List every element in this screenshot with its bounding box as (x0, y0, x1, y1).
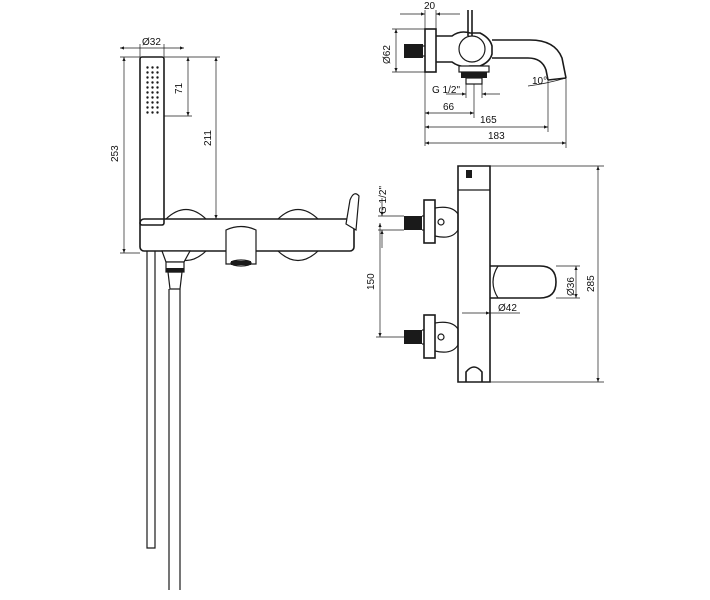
dim-183-label: 183 (488, 131, 505, 142)
wall-flange (424, 28, 437, 73)
side-body (436, 31, 493, 68)
right-rosette (277, 208, 319, 220)
dim-211-label: 211 (203, 130, 214, 146)
dim-71: 71 (164, 56, 220, 117)
dim-front-thread-label: G 1/2" (378, 186, 389, 214)
shower-hose-right (168, 289, 181, 590)
upper-inlet (404, 216, 422, 230)
dim-66-label: 66 (443, 102, 455, 113)
mixer-lever (345, 193, 360, 232)
dim-253: 253 (110, 56, 140, 254)
mixer-side-view: 20 Ø62 G 1/2" 10° 66 (382, 1, 567, 148)
left-rosette (165, 208, 207, 220)
dim-150-label: 150 (366, 273, 377, 290)
dim-66: 66 (424, 72, 475, 146)
dim-angle-label: 10° (532, 76, 547, 87)
dim-253-label: 253 (110, 145, 121, 162)
dim-o32-label: Ø32 (142, 37, 161, 48)
hand-shower (139, 56, 165, 226)
dim-front-thread: G 1/2" (378, 186, 404, 248)
dim-angle: 10° (527, 76, 567, 96)
upper-flange (423, 199, 436, 244)
dim-o62-label: Ø62 (382, 45, 393, 64)
spout (225, 225, 257, 265)
dim-165: 165 (425, 80, 549, 132)
shower-holder-hook (465, 366, 483, 382)
shower-hose-left (146, 251, 156, 549)
dim-150: 150 (366, 223, 404, 338)
mixer-profile-view: G 1/2" 150 Ø36 Ø42 285 (366, 165, 604, 383)
lower-inlet (404, 330, 422, 344)
dim-183: 183 (425, 96, 567, 148)
dim-o36: Ø36 (556, 265, 580, 299)
dim-o36-label: Ø36 (566, 277, 577, 296)
dim-o42-label: Ø42 (498, 303, 517, 314)
side-spout (492, 39, 567, 79)
profile-body (457, 165, 491, 383)
profile-spout (490, 265, 557, 299)
dim-20: 20 (400, 1, 460, 29)
dim-side-thread: G 1/2" (432, 84, 500, 98)
shower-spray-face (144, 64, 160, 116)
dim-side-thread-label: G 1/2" (432, 85, 460, 96)
dim-71-label: 71 (174, 82, 185, 94)
dim-o42: Ø42 (462, 298, 520, 318)
dim-o32: Ø32 (120, 37, 184, 57)
mixer-front-view: Ø32 253 71 211 (110, 37, 360, 590)
dim-285: 285 (490, 165, 604, 383)
dim-o62: Ø62 (382, 28, 425, 73)
dim-20-label: 20 (424, 1, 436, 12)
side-inlet (404, 44, 423, 58)
lower-flange (423, 314, 436, 359)
dim-285-label: 285 (586, 275, 597, 292)
dim-211: 211 (203, 57, 220, 220)
dim-165-label: 165 (480, 115, 497, 126)
